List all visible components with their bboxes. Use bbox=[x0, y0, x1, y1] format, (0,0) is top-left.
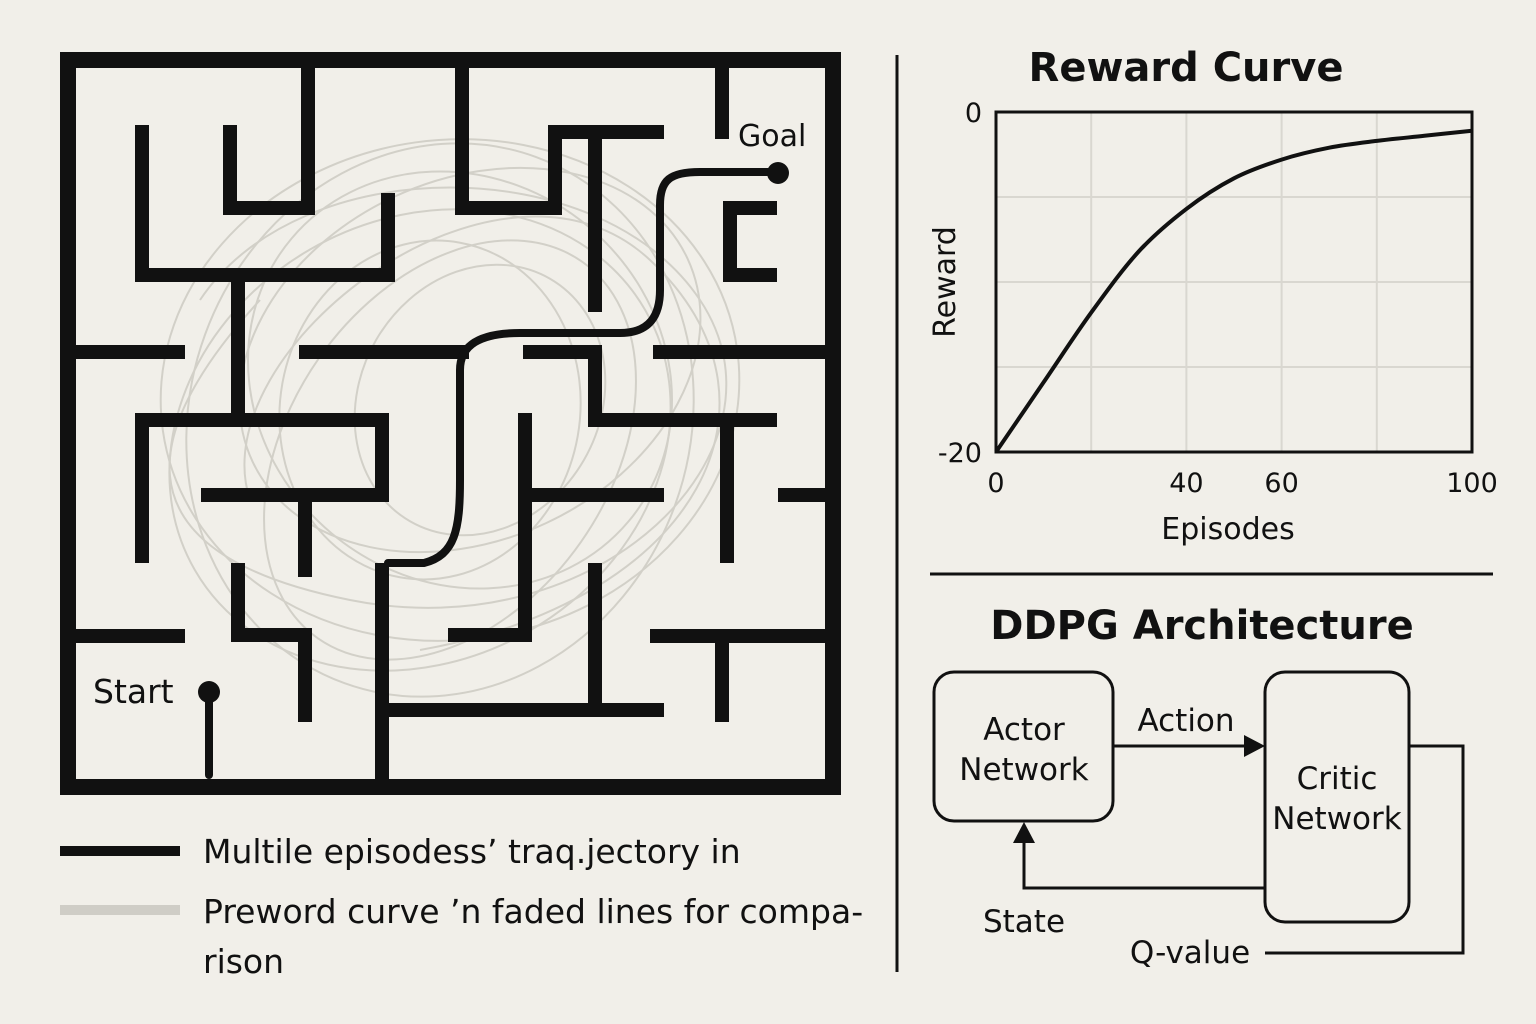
legend-text-faded-line2: rison bbox=[203, 942, 284, 981]
maze: Goal Start bbox=[60, 52, 841, 795]
maze-walls bbox=[60, 52, 841, 795]
x-tick-label: 100 bbox=[1446, 468, 1498, 499]
y-tick-label: 0 bbox=[965, 98, 982, 129]
critic-network-box bbox=[1263, 670, 1411, 924]
start-label: Start bbox=[93, 672, 174, 711]
critic-network-label-line1: Critic bbox=[1297, 761, 1378, 797]
chart-grid bbox=[996, 112, 1472, 452]
trajectory-path bbox=[205, 168, 782, 779]
qvalue-arrow bbox=[1265, 744, 1465, 955]
goal-label: Goal bbox=[738, 119, 806, 154]
ddpg-title: DDPG Architecture bbox=[990, 603, 1413, 649]
action-label: Action bbox=[1137, 703, 1234, 739]
qvalue-label: Q-value bbox=[1130, 935, 1250, 971]
y-tick-label: -20 bbox=[938, 438, 982, 469]
critic-network-label-line2: Network bbox=[1272, 801, 1401, 837]
x-tick-label: 0 bbox=[987, 468, 1004, 499]
start-marker bbox=[198, 681, 220, 703]
legend: Multile episodess’ traq.jectory in Prewo… bbox=[60, 832, 863, 981]
action-arrowhead bbox=[1244, 735, 1265, 757]
state-arrowhead bbox=[1013, 822, 1035, 843]
ddpg-diagram: DDPG Architecture Actor Network Critic N… bbox=[932, 603, 1465, 971]
plot-frame bbox=[994, 110, 1474, 454]
x-axis-label: Episodes bbox=[1161, 512, 1294, 547]
x-tick-label: 40 bbox=[1169, 468, 1203, 499]
reward-series-line bbox=[994, 128, 1473, 454]
state-arrow bbox=[1022, 840, 1265, 890]
y-axis-label: Reward bbox=[928, 226, 963, 338]
legend-text-faded-line1: Preword curve ’n faded lines for compa- bbox=[203, 892, 863, 931]
actor-network-label-line1: Actor bbox=[983, 712, 1065, 748]
actor-network-label-line2: Network bbox=[959, 752, 1088, 788]
legend-text-trajectory: Multile episodess’ traq.jectory in bbox=[203, 832, 741, 871]
chart-title: Reward Curve bbox=[1029, 45, 1344, 91]
x-tick-label: 60 bbox=[1264, 468, 1298, 499]
state-label: State bbox=[983, 904, 1065, 940]
goal-marker bbox=[767, 162, 789, 184]
